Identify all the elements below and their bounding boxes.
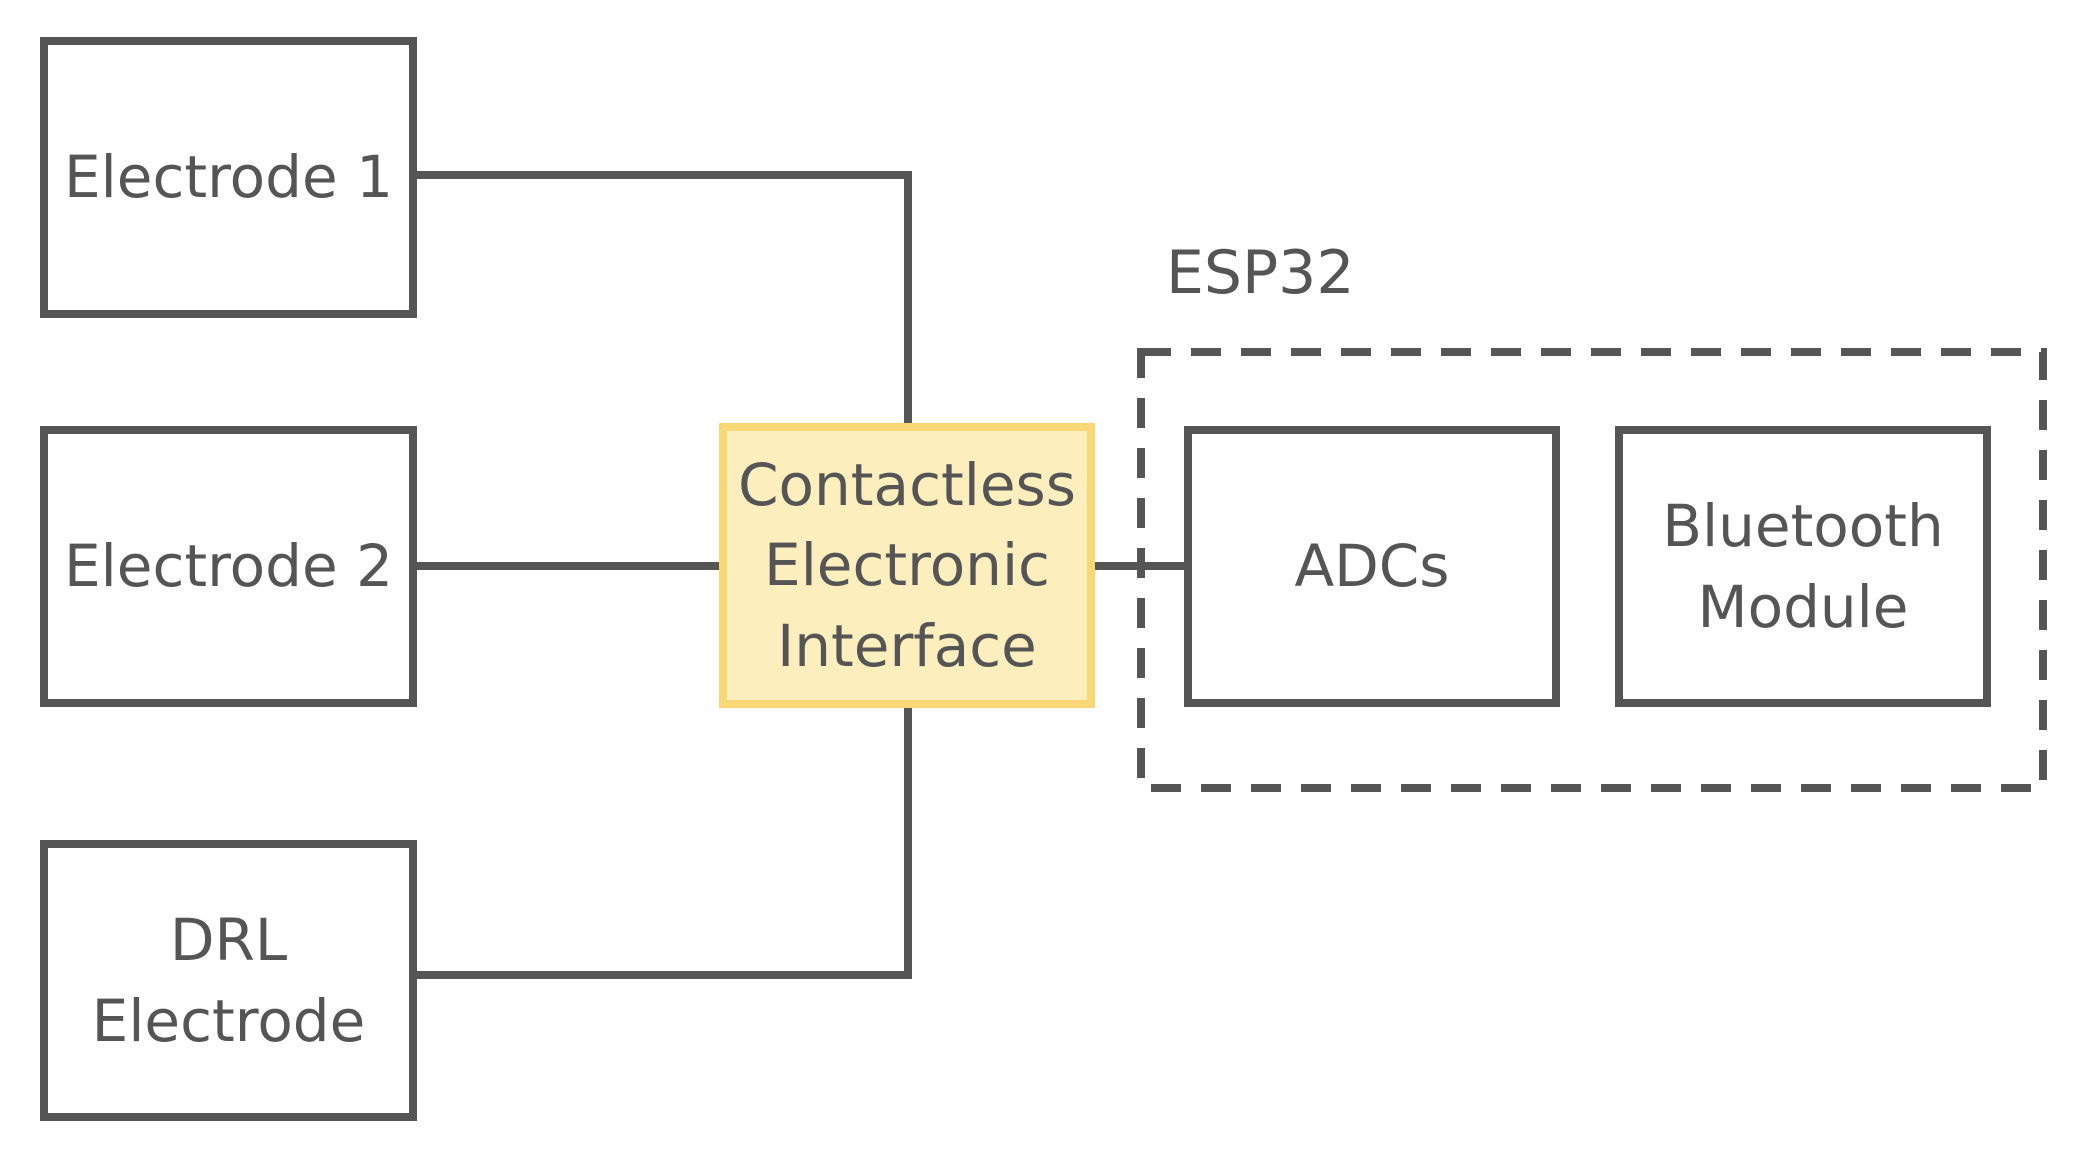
drl-electrode-label-line-2: Electrode <box>91 986 366 1055</box>
esp32-group-label: ESP32 <box>1166 238 1355 308</box>
bluetooth-label-line-1: Bluetooth <box>1662 492 1944 561</box>
esp32-group-border <box>1137 348 2047 792</box>
electrode-1-block: Electrode 1 <box>40 37 417 318</box>
adcs-block: ADCs <box>1184 426 1560 707</box>
electrode-2-block: Electrode 2 <box>40 426 417 707</box>
edge-drl-interface <box>410 700 912 979</box>
bluetooth-label-line-2: Module <box>1697 572 1909 641</box>
drl-electrode-label-line-1: DRL <box>169 906 288 975</box>
interface-label-line-3: Interface <box>777 611 1037 680</box>
electrode-2-label: Electrode 2 <box>64 532 393 601</box>
bluetooth-module-block: Bluetooth Module <box>1615 426 1991 707</box>
interface-label-line-2: Electronic <box>764 531 1050 600</box>
adcs-label: ADCs <box>1294 532 1450 601</box>
electrode-1-label: Electrode 1 <box>64 143 393 212</box>
interface-label-line-1: Contactless <box>738 451 1076 520</box>
drl-electrode-block: DRL Electrode <box>40 840 417 1121</box>
edge-electrode1-interface <box>410 171 912 428</box>
interface-block: Contactless Electronic Interface <box>719 423 1095 708</box>
